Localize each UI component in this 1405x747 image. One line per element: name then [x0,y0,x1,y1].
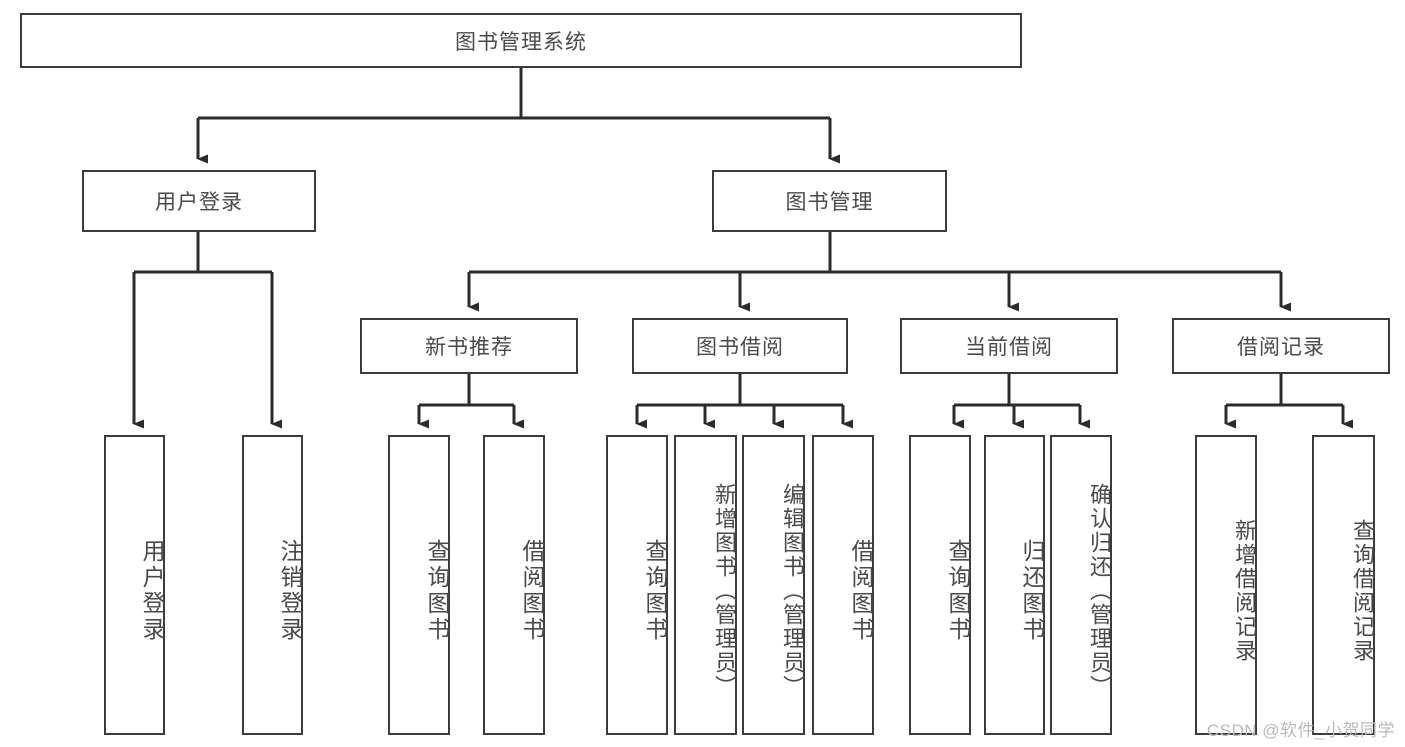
node-user-login[interactable]: 用户登录 [82,170,316,232]
leaf-edit-book-admin[interactable]: 编辑图书（管理员） [742,435,805,735]
leaf-confirm-return-admin[interactable]: 确认归还（管理员） [1050,435,1112,735]
node-new-book-recommend[interactable]: 新书推荐 [360,318,578,374]
leaf-return-book[interactable]: 归还图书 [984,435,1045,735]
node-book-management[interactable]: 图书管理 [712,170,947,232]
leaf-query-book-nb[interactable]: 查询图书 [388,435,450,735]
leaf-borrow-book-nb[interactable]: 借阅图书 [483,435,545,735]
leaf-query-book-cb[interactable]: 查询图书 [909,435,971,735]
leaf-add-book-admin[interactable]: 新增图书（管理员） [674,435,737,735]
node-current-borrow[interactable]: 当前借阅 [900,318,1118,374]
node-root-book-management-system[interactable]: 图书管理系统 [20,13,1022,68]
leaf-borrow-book-bb[interactable]: 借阅图书 [812,435,874,735]
node-book-borrow[interactable]: 图书借阅 [632,318,848,374]
watermark-text: CSDN @软件_小贺同学 [1206,721,1395,740]
node-borrow-record[interactable]: 借阅记录 [1172,318,1390,374]
leaf-query-borrow-record[interactable]: 查询借阅记录 [1312,435,1375,735]
leaf-query-book-bb[interactable]: 查询图书 [606,435,668,735]
leaf-logout[interactable]: 注销登录 [242,435,303,735]
leaf-add-borrow-record[interactable]: 新增借阅记录 [1195,435,1257,735]
leaf-user-login[interactable]: 用户登录 [104,435,165,735]
